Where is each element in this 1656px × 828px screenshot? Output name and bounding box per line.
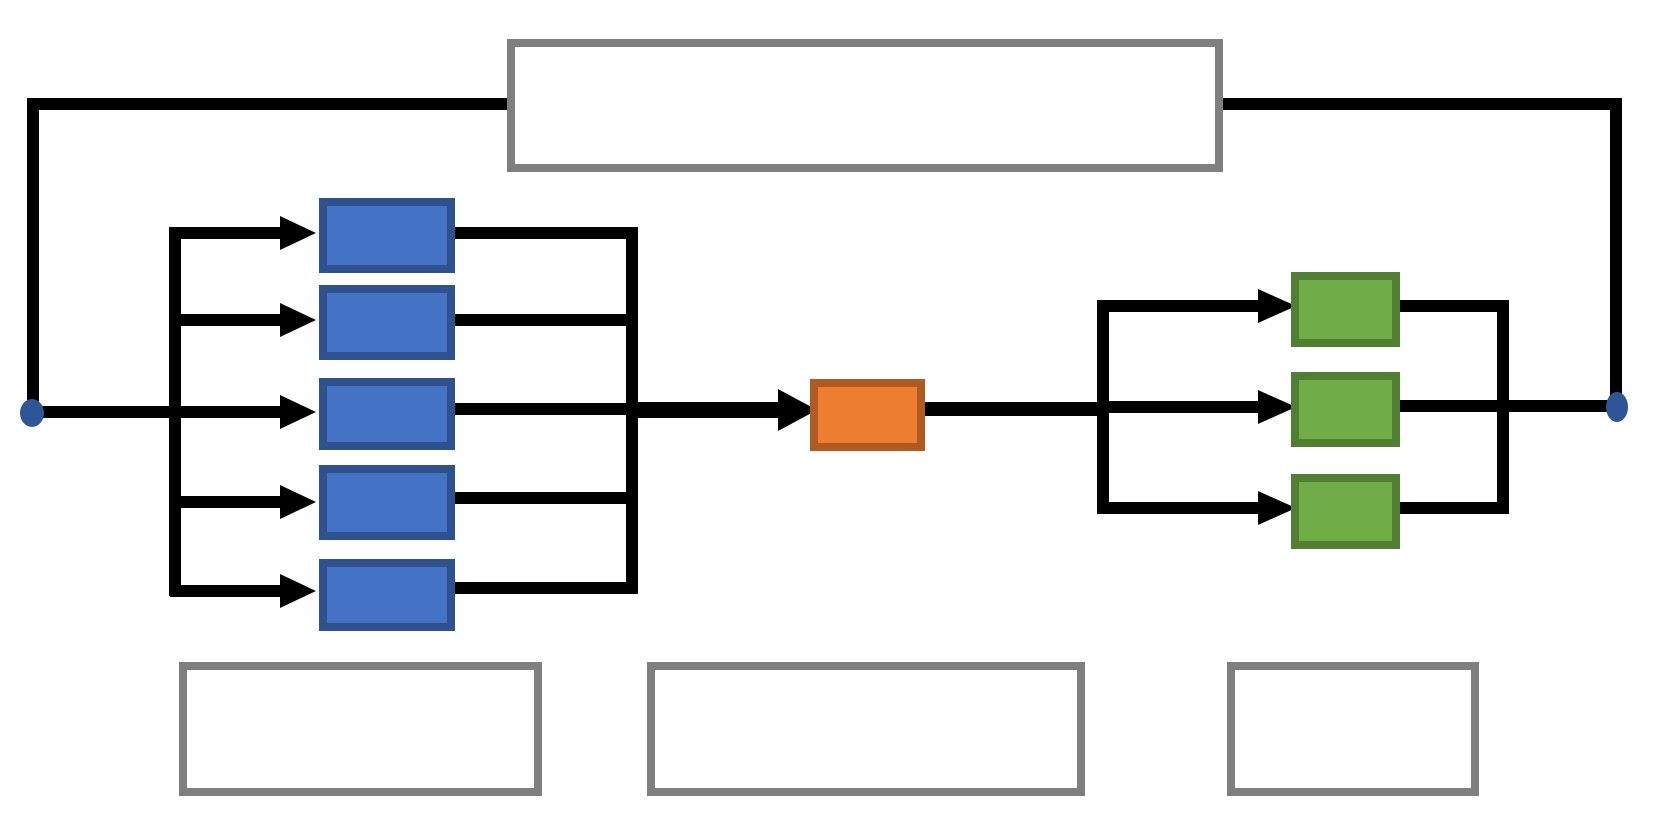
label-box-bottom-left (179, 662, 542, 796)
arrowhead (280, 216, 316, 250)
arrowhead (280, 485, 316, 519)
arrowhead (280, 303, 316, 337)
arrowhead (280, 574, 316, 608)
output-fanin (1390, 300, 1616, 514)
label-box-bottom-middle (647, 662, 1085, 796)
input-fanin (448, 227, 638, 594)
feedback-connector-right (1218, 98, 1622, 405)
start-endpoint (20, 399, 44, 427)
arrowhead (1258, 289, 1296, 323)
arrowhead (1258, 491, 1296, 525)
output-node-2 (1291, 372, 1400, 447)
end-endpoint (1606, 392, 1628, 422)
input-node-4 (319, 465, 455, 540)
arrowhead (1258, 390, 1296, 424)
process-node (810, 379, 925, 451)
label-box-bottom-right (1227, 662, 1479, 796)
input-arrows (170, 216, 316, 608)
input-node-5 (319, 559, 455, 631)
feedback-connector (27, 98, 510, 412)
input-node-3 (319, 378, 455, 450)
output-node-3 (1291, 474, 1400, 549)
arrowhead (280, 395, 316, 429)
output-node-1 (1291, 272, 1400, 347)
output-arrows (1097, 289, 1296, 525)
arrowhead (778, 389, 817, 431)
label-box-top (507, 39, 1223, 172)
input-node-2 (319, 285, 455, 360)
input-node-1 (319, 198, 455, 273)
